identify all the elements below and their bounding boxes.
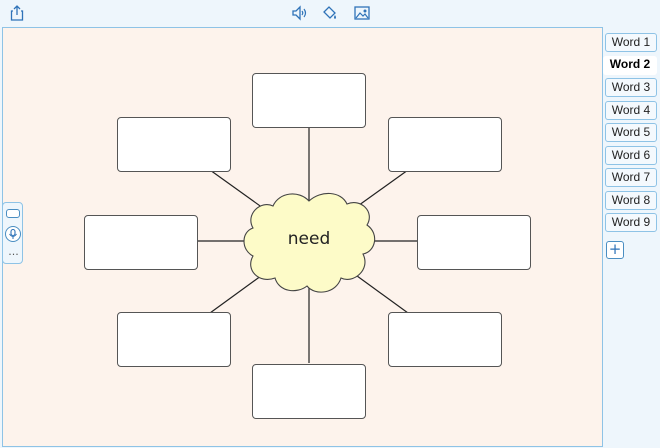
word-box-top-left[interactable]: [117, 117, 231, 172]
word-box-bottom[interactable]: [252, 364, 366, 419]
image-icon[interactable]: [353, 4, 371, 22]
share-icon[interactable]: [8, 4, 26, 22]
speaker-icon[interactable]: [290, 4, 308, 22]
center-word[interactable]: need: [287, 229, 331, 249]
mind-map-canvas: need: [2, 27, 603, 447]
keyboard-toggle-icon[interactable]: [6, 209, 20, 218]
word-box-left[interactable]: [84, 215, 198, 270]
word-tab-8[interactable]: Word 8: [605, 190, 657, 210]
word-box-top-right[interactable]: [388, 117, 502, 172]
microphone-icon[interactable]: [5, 226, 21, 242]
word-tab-3[interactable]: Word 3: [605, 78, 657, 97]
more-options-icon[interactable]: ...: [8, 245, 19, 258]
word-tab-1[interactable]: Word 1: [605, 33, 657, 52]
word-tab-6[interactable]: Word 6: [605, 145, 657, 165]
word-tab-9[interactable]: Word 9: [605, 213, 657, 232]
top-toolbar: [0, 0, 660, 27]
word-tab-4[interactable]: Word 4: [605, 100, 657, 120]
word-tab-2[interactable]: Word 2: [603, 55, 657, 75]
left-tool-panel: ...: [2, 202, 23, 264]
word-tab-list: Word 1 Word 2 Word 3 Word 4 Word 5 Word …: [603, 33, 659, 236]
word-box-bottom-right[interactable]: [388, 312, 502, 367]
word-box-bottom-left[interactable]: [117, 312, 231, 367]
word-tab-5[interactable]: Word 5: [605, 123, 657, 142]
word-box-top[interactable]: [252, 73, 366, 128]
word-tab-7[interactable]: Word 7: [605, 168, 657, 187]
center-cloud: [243, 192, 376, 293]
connector-lines: [196, 128, 418, 363]
add-word-button[interactable]: +: [606, 241, 624, 259]
word-box-right[interactable]: [417, 215, 531, 270]
fill-bucket-icon[interactable]: [321, 4, 339, 22]
